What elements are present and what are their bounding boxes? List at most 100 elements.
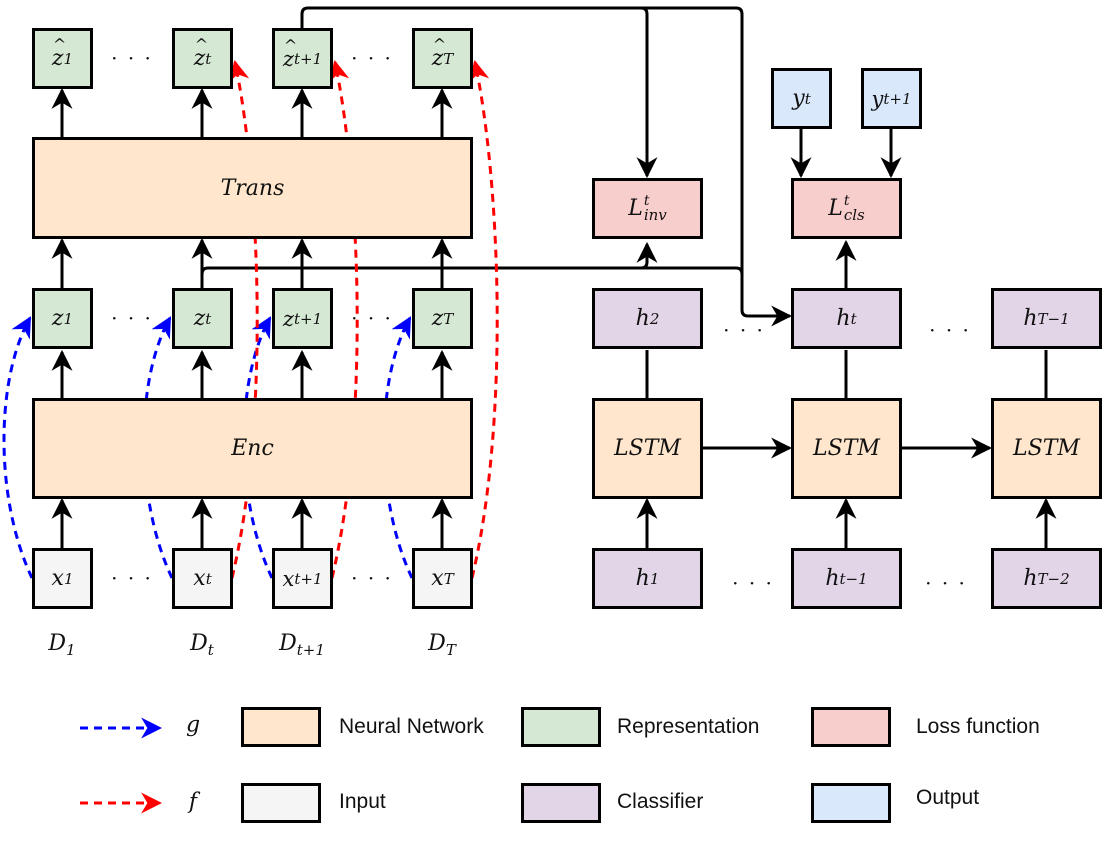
h-2-base: h: [635, 306, 650, 331]
h-t-base: h: [836, 306, 851, 331]
g-arrow-xt1-zt1: [242, 316, 274, 579]
zhat-t1-sub: t+1: [293, 49, 323, 68]
h-T2-base: h: [1023, 566, 1038, 591]
x-1-sub: 1: [63, 569, 74, 588]
zhat-T-node: zT: [412, 28, 473, 89]
legend-label-neural-network: Neural Network: [339, 715, 484, 738]
y-t1-sub: t+1: [883, 89, 912, 108]
h-t-sub: t: [850, 309, 857, 328]
z-1-base: z: [51, 306, 64, 331]
legend-g-symbol: g: [185, 712, 201, 738]
loss-cls-base: L: [828, 196, 843, 221]
ellipsis: · · ·: [723, 318, 765, 342]
h-2-sub: 2: [649, 309, 660, 328]
loss-cls-sub: cls: [843, 206, 865, 224]
ellipsis: · · ·: [351, 566, 393, 590]
legend-swatch-representation: [521, 707, 601, 747]
lstm-1-label: LSTM: [614, 436, 681, 461]
legend-label-output: Output: [916, 786, 980, 809]
zhat-1-sub: 1: [63, 49, 74, 68]
ellipsis: · · ·: [111, 46, 153, 70]
z-t-base: z: [193, 306, 206, 331]
zhat-1-node: z1: [32, 28, 93, 89]
h-1-sub: 1: [649, 569, 660, 588]
y-t-sub: t: [804, 89, 811, 108]
zhat-t1-base: z: [283, 36, 298, 71]
ellipsis: · · ·: [111, 566, 153, 590]
lstm-2-block: LSTM: [791, 398, 902, 499]
z-t1-sub: t+1: [293, 309, 323, 328]
zhat-t1-node: zt+1: [272, 28, 333, 89]
z-T-base: z: [431, 306, 444, 331]
zhat-T-sub: T: [443, 49, 454, 68]
f-arrow-xt1-zhatt1: [328, 59, 359, 579]
domain-1-label: D1: [48, 631, 75, 659]
loss-inv-base: L: [628, 196, 643, 221]
y-t-base: y: [792, 86, 805, 111]
lstm-2-label: LSTM: [813, 436, 880, 461]
lstm-3-label: LSTM: [1013, 436, 1080, 461]
zhat-T-base: z: [432, 35, 446, 71]
legend-swatch-loss-function: [811, 707, 891, 747]
h-t-1-sub: t−1: [839, 569, 868, 588]
z-1-sub: 1: [63, 309, 74, 328]
x-t1-base: x: [282, 566, 295, 591]
x-t-sub: t: [205, 569, 212, 588]
z-t-sub: t: [205, 309, 212, 328]
domain-T-sub: T: [445, 641, 456, 659]
ellipsis: · · ·: [111, 306, 153, 330]
x-T-sub: T: [443, 569, 454, 588]
z-T-sub: T: [443, 309, 454, 328]
g-arrow-xT-zT: [382, 316, 414, 579]
h-T1-base: h: [1023, 306, 1038, 331]
f-arrow-xT-zhatT: [468, 59, 499, 579]
x-T-base: x: [431, 566, 444, 591]
lstm-3-block: LSTM: [991, 398, 1102, 499]
enc-label: Enc: [231, 436, 274, 461]
x-t1-sub: t+1: [294, 569, 323, 588]
legend-label-classifier: Classifier: [617, 790, 704, 813]
h-1-base: h: [635, 566, 650, 591]
legend-swatch-neural-network: [241, 707, 321, 747]
domain-t1-label: Dt+1: [279, 631, 325, 659]
legend-swatch-output: [811, 783, 891, 823]
connector-mid-join: [641, 266, 744, 275]
loss-inv-sub: inv: [643, 206, 667, 224]
loss-cls-sup: t: [843, 193, 850, 209]
trans-block: Trans: [32, 137, 473, 239]
legend-swatch-classifier: [521, 783, 601, 823]
legend-f-symbol: f: [188, 789, 198, 815]
ellipsis: · · ·: [929, 318, 971, 342]
legend-swatch-input: [241, 783, 321, 823]
domain-t1-base: D: [279, 631, 297, 656]
ellipsis: · · ·: [351, 46, 393, 70]
zhat-t-sub: t: [205, 49, 212, 68]
legend-label-input: Input: [339, 790, 386, 813]
zhat-1-base: z: [52, 35, 66, 71]
x-1-base: x: [51, 566, 64, 591]
z-t1-base: z: [282, 306, 294, 331]
domain-1-base: D: [48, 631, 67, 656]
legend-label-representation: Representation: [617, 715, 760, 738]
domain-t-sub: t: [207, 641, 214, 659]
f-arrow-xt-zhatt1: [228, 59, 259, 579]
connector-zt-to-linv: [200, 241, 658, 288]
